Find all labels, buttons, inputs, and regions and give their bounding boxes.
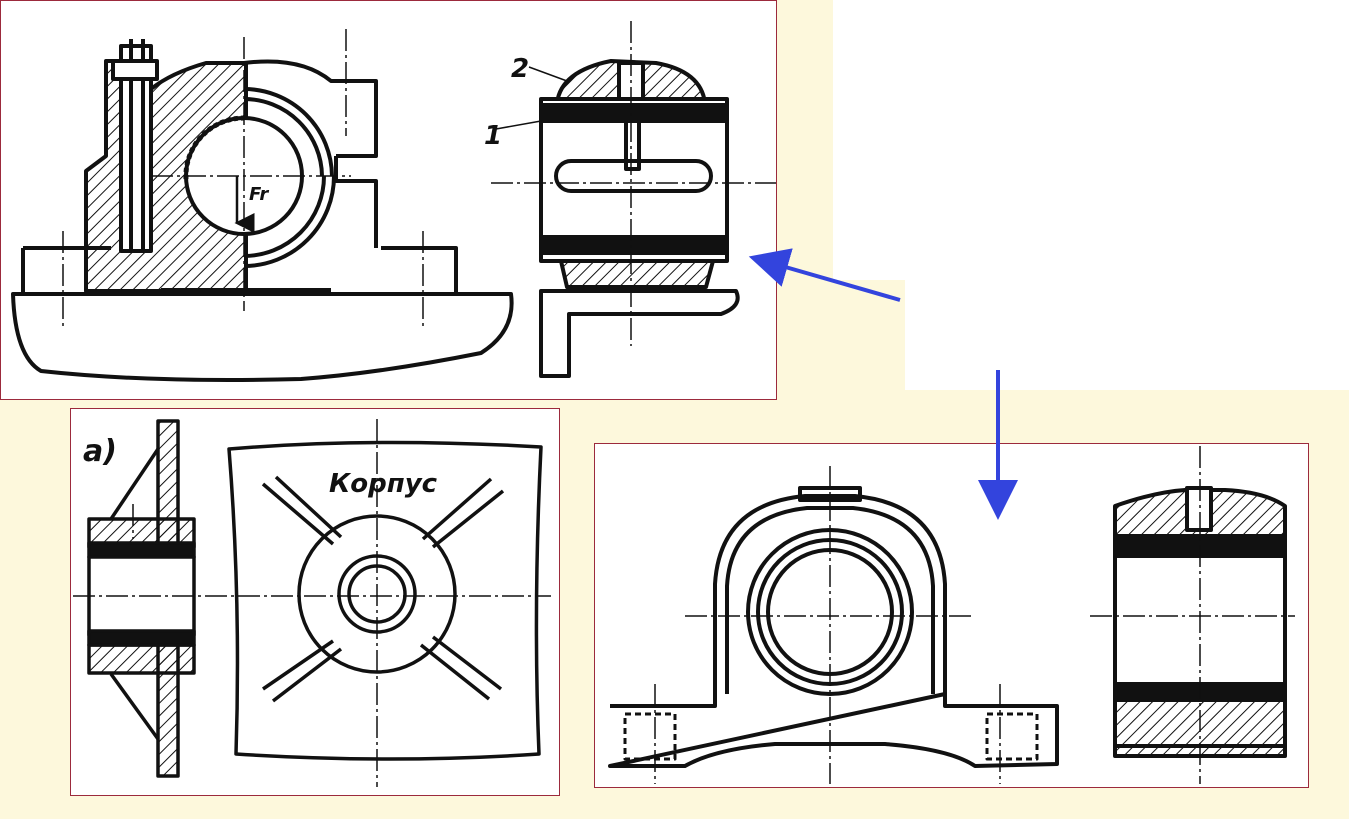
label-part-1: 1 xyxy=(484,121,503,151)
label-part-2: 2 xyxy=(511,54,530,84)
drawing-variant-a: a) Корпус xyxy=(70,408,560,796)
white-backdrop-middle xyxy=(905,270,1349,390)
white-backdrop-top xyxy=(833,0,1349,280)
label-variant-a: a) xyxy=(83,434,117,469)
variant-a-svg xyxy=(73,419,551,787)
arrow-left-icon xyxy=(748,248,901,302)
label-housing: Корпус xyxy=(329,469,438,499)
drawing-solid-housing xyxy=(594,443,1309,788)
split-housing-svg xyxy=(11,21,776,382)
label-force-fr: Fr xyxy=(249,184,269,205)
drawing-split-housing: 2 1 Fr xyxy=(0,0,777,400)
solid-housing-svg xyxy=(608,446,1295,784)
